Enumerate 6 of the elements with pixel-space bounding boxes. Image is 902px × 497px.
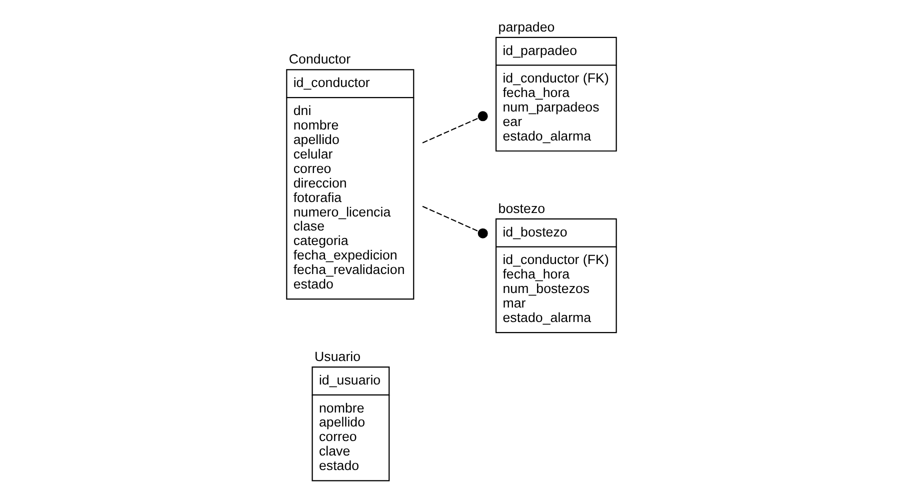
connector bbox=[422, 110, 488, 143]
node-label: Usuario bbox=[314, 348, 360, 364]
node-label: Conductor bbox=[288, 51, 350, 66]
node-label: bostezo bbox=[498, 200, 545, 216]
connector bbox=[422, 205, 488, 238]
node-label: parpadeo bbox=[498, 18, 554, 34]
